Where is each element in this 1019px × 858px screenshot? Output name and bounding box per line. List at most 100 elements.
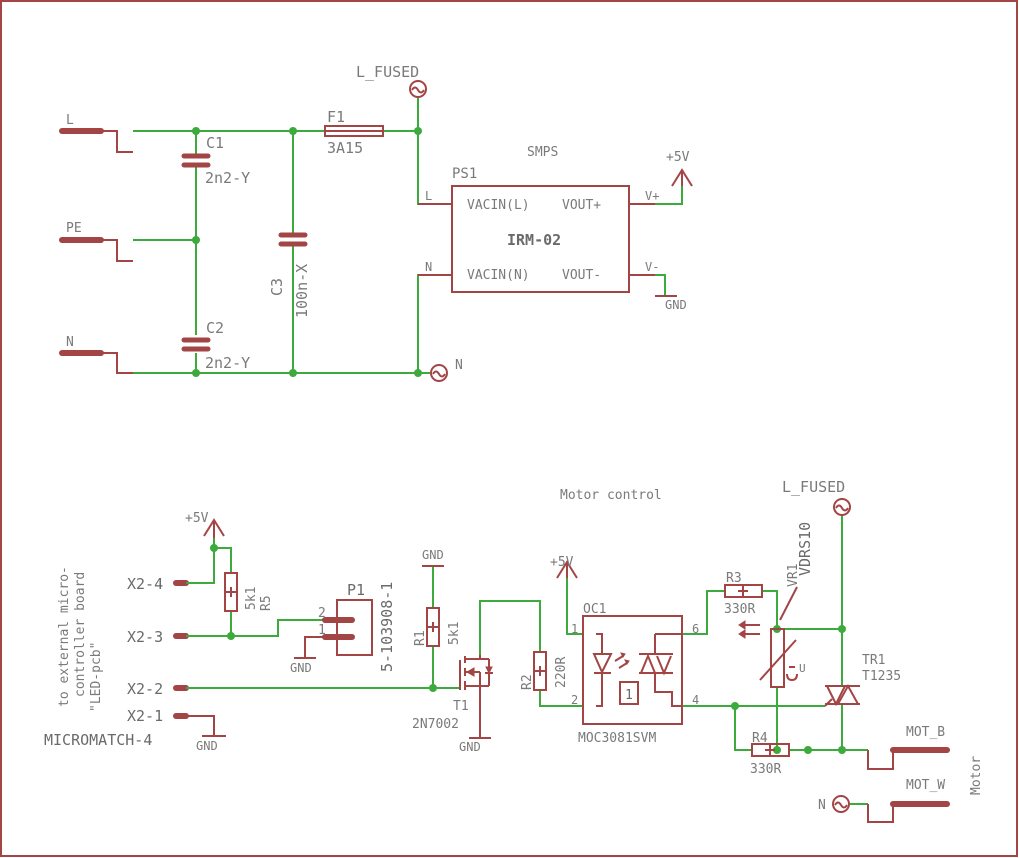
r1-value: 5k1 bbox=[447, 622, 462, 645]
micromatch-label: MICROMATCH-4 bbox=[44, 731, 152, 749]
motor-label: Motor bbox=[969, 756, 984, 795]
capacitor-c3: C3 100n-X bbox=[268, 232, 311, 318]
oc-pin2: 2 bbox=[571, 693, 578, 707]
power-junctions bbox=[192, 127, 422, 377]
gnd-x2-label: GND bbox=[196, 739, 218, 753]
r2-label: R2 bbox=[520, 674, 535, 690]
tr1-value: T1235 bbox=[862, 669, 901, 684]
c1-value: 2n2-Y bbox=[205, 169, 250, 187]
output-connector: MOT_B MOT_W Motor bbox=[867, 725, 984, 823]
r1-label: R1 bbox=[413, 630, 428, 646]
t1-value: 2N7002 bbox=[412, 717, 459, 732]
resistor-r3: R3 330R bbox=[724, 571, 763, 617]
resistor-r5: 5k1 R5 bbox=[224, 572, 274, 612]
resistor-r2: R2 220R bbox=[520, 651, 569, 691]
oc-pin4: 4 bbox=[692, 693, 699, 707]
c2-label: C2 bbox=[206, 319, 224, 337]
p1-pin2: 2 bbox=[318, 606, 326, 621]
c3-value: 100n-X bbox=[293, 264, 311, 318]
p5v-left-label: +5V bbox=[185, 511, 209, 526]
note-line-1: to external micro- bbox=[57, 566, 72, 707]
supply-l-fused-bottom: L_FUSED bbox=[782, 478, 851, 516]
gnd-t1-label: GND bbox=[459, 740, 481, 754]
motor-junctions bbox=[210, 544, 846, 754]
p5v-top-label: +5V bbox=[666, 150, 690, 165]
p5v-mid-label: +5V bbox=[550, 555, 574, 570]
gnd-p1-label: GND bbox=[290, 661, 312, 675]
supply-5v-mid: +5V bbox=[550, 555, 578, 579]
pin-n-label: N bbox=[425, 260, 432, 274]
r4-label: R4 bbox=[752, 731, 768, 746]
mosfet-t1: T1 2N7002 GND bbox=[412, 655, 493, 754]
x2-1-label: X2-1 bbox=[127, 707, 163, 725]
supply-l-fused-top: L_FUSED bbox=[356, 63, 427, 98]
capacitor-c1: C1 2n2-Y bbox=[181, 134, 250, 187]
vr1-label: VR1 bbox=[786, 564, 801, 587]
triac-tr1: TR1 T1235 bbox=[824, 653, 901, 707]
vout-minus-label: VOUT- bbox=[562, 268, 601, 283]
note-line-2: controller board bbox=[73, 572, 88, 697]
supply-n-bottom: N bbox=[818, 795, 850, 813]
p1-part: 5-103908-1 bbox=[378, 582, 396, 672]
r3-label: R3 bbox=[726, 571, 742, 586]
label-n: N bbox=[66, 335, 74, 350]
p1-pin1: 1 bbox=[318, 623, 326, 638]
r5-label: R5 bbox=[259, 595, 274, 611]
mot-b-label: MOT_B bbox=[906, 725, 945, 740]
r2-value: 220R bbox=[554, 657, 569, 688]
x2-2-label: X2-2 bbox=[127, 680, 163, 698]
input-connector: L PE N bbox=[59, 113, 133, 374]
oc-pin6: 6 bbox=[692, 622, 699, 636]
label-pe: PE bbox=[66, 221, 82, 236]
irm-label: IRM-02 bbox=[507, 231, 561, 249]
vr1-value: VDRS10 bbox=[796, 522, 814, 576]
supply-5v-left: +5V bbox=[185, 511, 225, 538]
r4-value: 330R bbox=[750, 762, 781, 777]
vout-plus-label: VOUT+ bbox=[562, 198, 601, 213]
n-bottom-label: N bbox=[818, 798, 826, 813]
motor-wires bbox=[186, 516, 868, 805]
t1-label: T1 bbox=[453, 699, 469, 714]
motor-control-title: Motor control bbox=[560, 488, 662, 503]
oc1-label: OC1 bbox=[583, 602, 606, 617]
c2-value: 2n2-Y bbox=[205, 354, 250, 372]
vacin-n-label: VACIN(N) bbox=[467, 268, 530, 283]
ground-r1: GND bbox=[422, 548, 444, 567]
resistor-r1: R1 5k1 bbox=[413, 607, 462, 647]
supply-5v-top: +5V bbox=[666, 150, 693, 187]
vr1-u: U bbox=[799, 662, 806, 675]
side-note: to external micro- controller board "LED… bbox=[57, 566, 104, 712]
resistor-r4: R4 330R bbox=[750, 731, 790, 777]
v-minus-label: V- bbox=[645, 260, 659, 274]
f1-label: F1 bbox=[327, 108, 345, 126]
varistor-vr1: VR1 VDRS10 U bbox=[759, 522, 814, 688]
vacin-l-label: VACIN(L) bbox=[467, 198, 530, 213]
v-plus-label: V+ bbox=[645, 189, 659, 203]
module-ps1: SMPS PS1 IRM-02 VACIN(L) VACIN(N) VOUT+ … bbox=[418, 145, 659, 293]
ps1-label: PS1 bbox=[452, 166, 477, 182]
supply-n-top: N bbox=[430, 358, 463, 382]
tr1-label: TR1 bbox=[862, 653, 885, 668]
fuse-f1: F1 3A15 bbox=[324, 108, 384, 157]
optocoupler-oc1: 1 OC1 MOC3081SVM 1 2 4 6 bbox=[571, 602, 699, 746]
gnd-top-label: GND bbox=[665, 298, 687, 312]
r5-value: 5k1 bbox=[244, 587, 259, 610]
c3-label: C3 bbox=[268, 278, 286, 296]
x2-3-label: X2-3 bbox=[127, 628, 163, 646]
note-line-3: "LED-pcb" bbox=[89, 642, 104, 712]
mot-w-label: MOT_W bbox=[906, 778, 945, 793]
oc-pin1: 1 bbox=[571, 622, 578, 636]
f1-value: 3A15 bbox=[327, 139, 363, 157]
pin-l-label: L bbox=[425, 189, 432, 203]
ground-top: GND bbox=[655, 295, 687, 312]
oc-inner-label: 1 bbox=[625, 688, 633, 703]
label-l: L bbox=[66, 113, 74, 128]
n-top-label: N bbox=[455, 358, 463, 373]
capacitor-c2: C2 2n2-Y bbox=[181, 319, 250, 372]
l-fused-top-label: L_FUSED bbox=[356, 63, 419, 81]
l-fused-bottom-label: L_FUSED bbox=[782, 478, 845, 496]
smps-label: SMPS bbox=[527, 145, 558, 160]
oc1-part: MOC3081SVM bbox=[578, 731, 656, 746]
gnd-r1-label: GND bbox=[422, 548, 444, 562]
